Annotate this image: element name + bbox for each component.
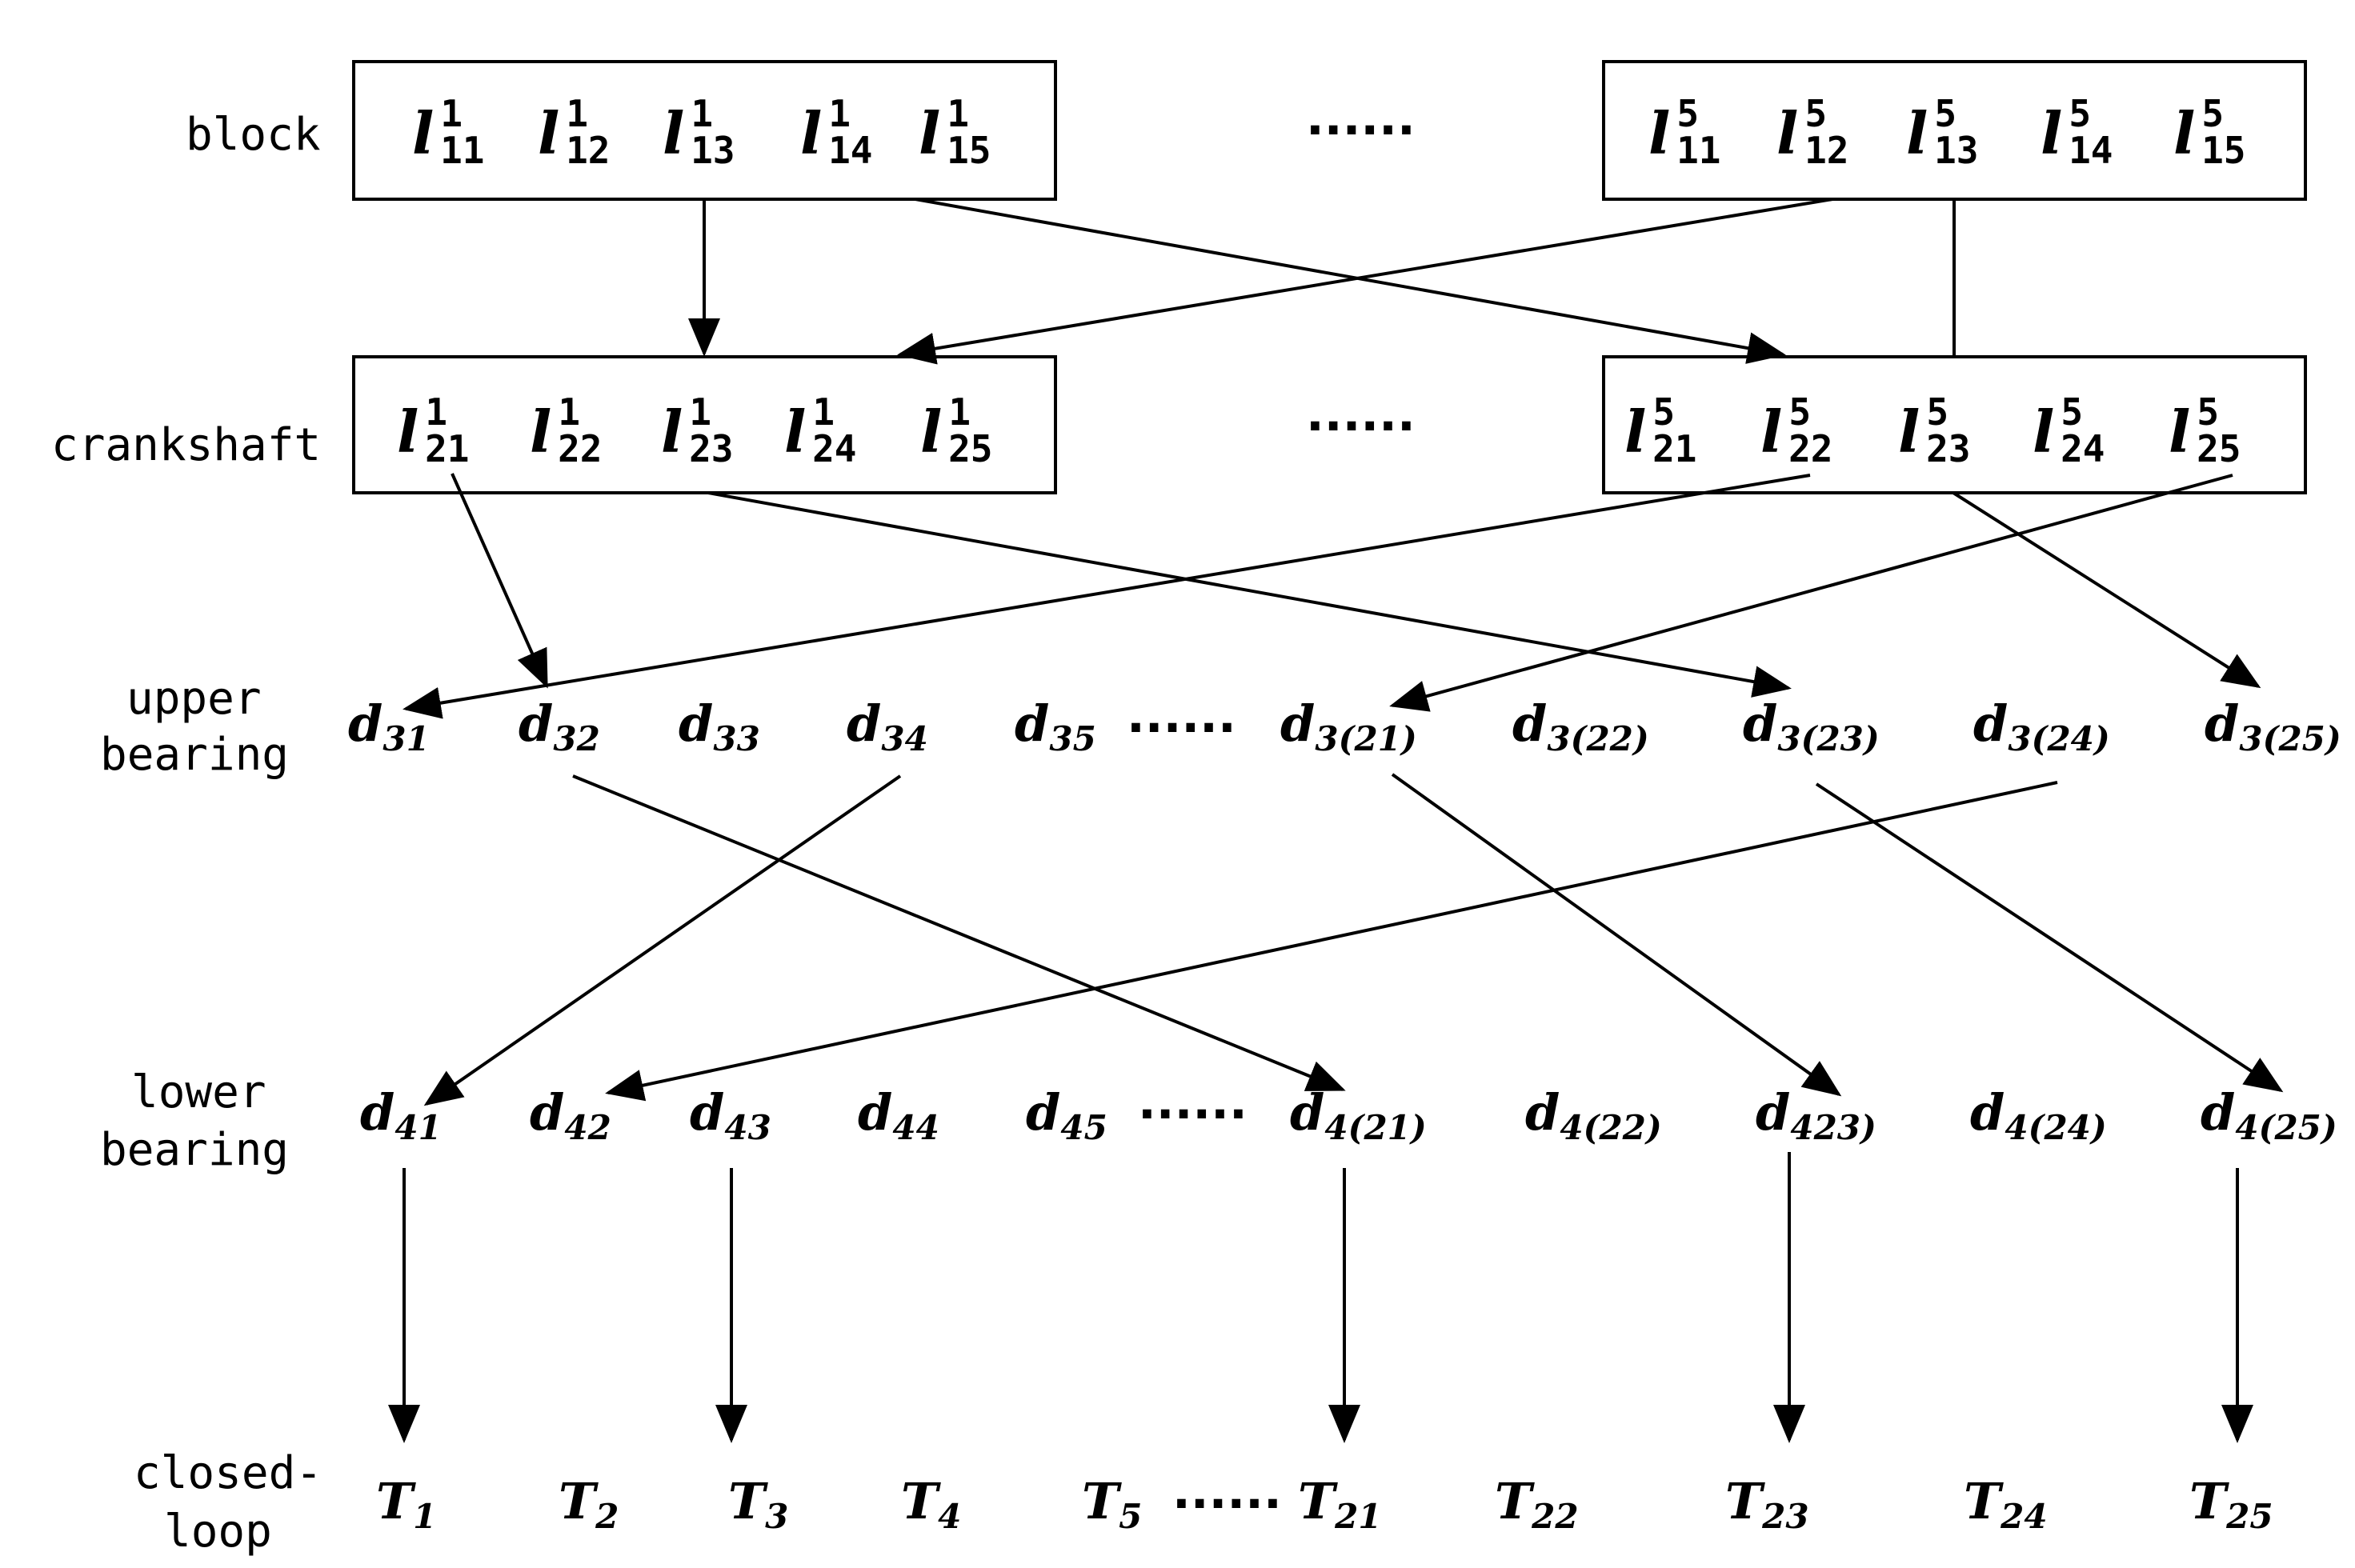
arrow-block-right-to-crank-left <box>897 198 1833 365</box>
arrow-crank-right-to-d3-25 <box>1952 491 2261 689</box>
row-label-upper-bearing-line2: bearing <box>100 729 289 781</box>
lower-var-8: d4(24) <box>1970 1083 2107 1147</box>
row-label-closed-loop-line2: loop <box>164 1506 272 1558</box>
closed-loop-items: T1 T2 T3 T4 T5 T21 T22 T23 T24 T25 <box>376 1472 2273 1536</box>
lower-var-3: d44 <box>858 1083 939 1147</box>
lower-var-6: d4(22) <box>1525 1083 1662 1147</box>
ellipsis-upper: ...... <box>1127 688 1236 744</box>
lower-var-0: d41 <box>360 1083 442 1147</box>
ellipsis-crankshaft: ...... <box>1306 386 1416 442</box>
arrow-crank-l25-to-d3-21 <box>1389 474 2233 712</box>
row-label-lower-bearing-line2: bearing <box>100 1124 289 1176</box>
crankshaft-box-left <box>352 355 1057 494</box>
arrow-crank-l22-to-d31 <box>403 474 1811 719</box>
lower-var-5: d4(21) <box>1290 1083 1427 1147</box>
loop-var-9: T25 <box>2189 1472 2273 1536</box>
lower-var-7: d423) <box>1756 1083 1876 1147</box>
loop-var-8: T24 <box>1964 1472 2048 1536</box>
arrow-crank-l21-to-d32 <box>451 473 548 689</box>
lower-var-2: d43 <box>690 1083 771 1147</box>
upper-var-3: d34 <box>847 694 928 758</box>
upper-var-9: d3(25) <box>2205 694 2341 758</box>
ellipsis-loop: ...... <box>1172 1464 1282 1520</box>
lower-var-1: d42 <box>530 1083 611 1147</box>
arrow-crank-left-to-d3-23 <box>707 491 1792 698</box>
upper-var-4: d35 <box>1015 694 1096 758</box>
upper-var-2: d33 <box>679 694 760 758</box>
arrow-d3-21-to-d423 <box>1391 773 1842 1097</box>
loop-var-7: T23 <box>1725 1472 1809 1536</box>
connectors <box>388 198 2284 1443</box>
row-label-closed-loop-line1: closed- <box>134 1447 322 1499</box>
row-label-upper-bearing-line1: upper <box>126 673 262 725</box>
upper-var-5: d3(21) <box>1280 694 1417 758</box>
row-label-crankshaft: crankshaft <box>51 419 321 471</box>
loop-var-3: T4 <box>901 1472 961 1536</box>
row-label-block: block <box>186 109 321 161</box>
loop-var-2: T3 <box>728 1472 788 1536</box>
loop-var-6: T22 <box>1495 1472 1579 1536</box>
upper-var-0: d31 <box>348 694 430 758</box>
loop-var-0: T1 <box>376 1472 436 1536</box>
arrow-d32-to-d4-21 <box>572 774 1346 1091</box>
row-label-lower-bearing-line1: lower <box>131 1066 266 1118</box>
upper-bearing-items: d31 d32 d33 d34 d35 d3(21) d3(22) d3(23) d3(24) d… <box>348 694 2341 758</box>
arrow-block-left-to-crank-right <box>915 198 1786 364</box>
lower-bearing-items: d41 d42 d43 d44 d45 d4(21) d4(22) d423) d4(24) d4… <box>360 1083 2337 1147</box>
upper-var-8: d3(24) <box>1973 694 2110 758</box>
loop-var-4: T5 <box>1082 1472 1142 1536</box>
arrow-d34-to-d41 <box>423 774 902 1106</box>
upper-var-1: d32 <box>519 694 600 758</box>
arrow-d3-24-to-d42 <box>605 781 2058 1102</box>
ellipsis-block: ...... <box>1306 90 1416 146</box>
loop-var-1: T2 <box>559 1472 619 1536</box>
lower-var-4: d45 <box>1026 1083 1107 1147</box>
arrow-d3-23-to-d4-25 <box>1815 782 2284 1093</box>
upper-var-7: d3(23) <box>1743 694 1880 758</box>
loop-var-5: T21 <box>1298 1472 1382 1536</box>
upper-var-6: d3(22) <box>1512 694 1649 758</box>
ellipsis-lower: ...... <box>1138 1074 1248 1130</box>
lower-var-9: d4(25) <box>2201 1083 2337 1147</box>
